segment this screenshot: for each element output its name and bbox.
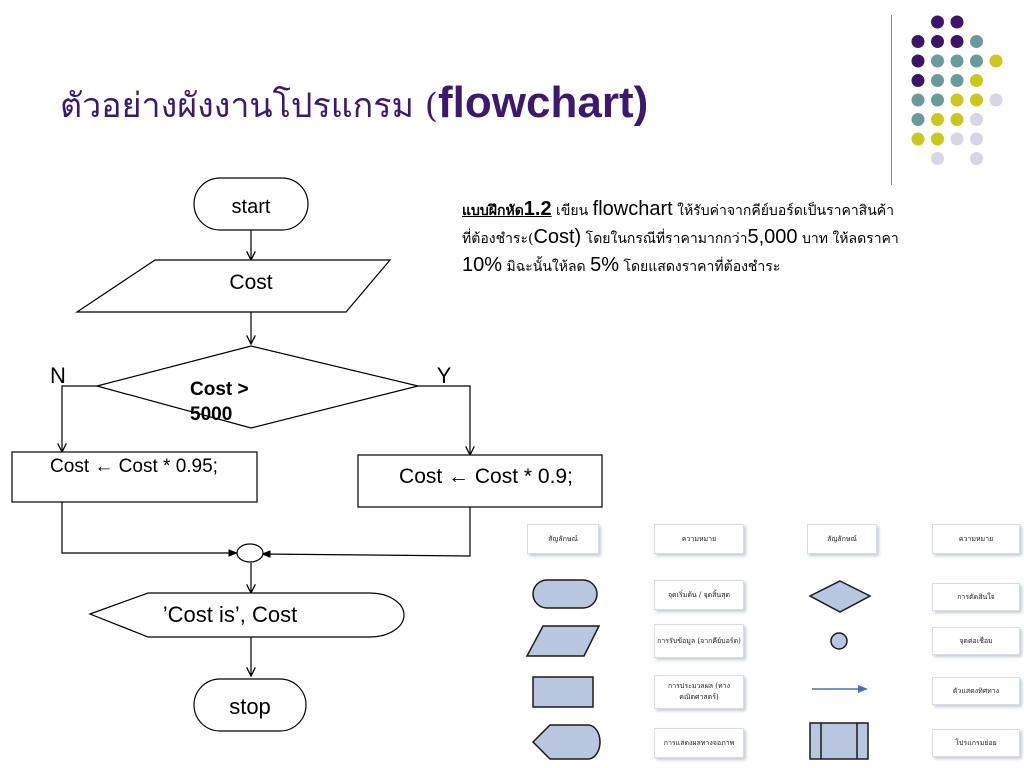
process-yes-label: Cost ← Cost * 0.9;: [399, 465, 573, 488]
decorative-dot: [950, 93, 964, 107]
legend-meaning-display: การแสดงผลทางจอภาพ: [654, 728, 744, 758]
decorative-dot: [989, 93, 1003, 107]
display-shape: [88, 592, 405, 638]
legend-header-symbol-right: สัญลักษณ์: [807, 524, 877, 554]
no-branch-label: N: [50, 363, 66, 388]
decorative-dot: [989, 54, 1003, 68]
legend-header-meaning-left: ความหมาย: [654, 524, 744, 554]
legend-subroutine-symbol: [809, 722, 869, 760]
decorative-dot: [970, 74, 983, 87]
yes-branch-label: Y: [437, 363, 452, 388]
decorative-dot: [931, 35, 944, 48]
decorative-dot: [931, 113, 944, 126]
legend-meaning-decision: การตัดสินใจ: [932, 583, 1020, 611]
start-label: start: [232, 196, 271, 218]
decision-label-line1: Cost >: [190, 379, 249, 400]
legend-meaning-subroutine: โปรแกรมย่อย: [932, 729, 1020, 757]
connector-node: [236, 543, 264, 563]
legend-header-symbol-left: สัญลักษณ์: [527, 524, 599, 554]
edge-yes-connector: [261, 507, 471, 558]
edge-no-connector: [61, 502, 238, 557]
decorative-divider: [891, 15, 892, 185]
page-title: ตัวอย่างผังงานโปรแกรม (flowchart): [60, 78, 648, 132]
flowchart: start Cost Cost > 5000 N Y Cost ← Cost *…: [11, 177, 603, 732]
legend-meaning-arrow: ตัวแสดงทิศทาง: [932, 677, 1020, 705]
title-thai: ตัวอย่างผังงานโปรแกรม (: [60, 86, 439, 126]
decorative-dot: [970, 35, 983, 48]
legend-meaning-terminator: จุดเริ่มต้น / จุดสิ้นสุด: [654, 580, 744, 610]
decorative-dot: [931, 54, 944, 68]
decorative-dot: [911, 54, 925, 68]
decision-diamond: [94, 345, 419, 429]
decorative-dot: [950, 74, 964, 87]
decorative-dot: [950, 54, 964, 68]
decorative-dot: [970, 93, 983, 107]
decorative-dot: [931, 74, 944, 87]
decorative-dot: [911, 93, 925, 107]
process-no-box: [11, 451, 258, 503]
legend-meaning-input: การรับข้อมูล (จากคีย์บอร์ด): [654, 624, 744, 658]
decorative-dot: [931, 15, 944, 29]
decorative-dot: [970, 113, 983, 126]
decorative-dot: [931, 93, 944, 107]
input-parallelogram: [75, 259, 392, 313]
decorative-dot: [950, 113, 964, 126]
title-english: flowchart): [438, 78, 649, 127]
legend-meaning-process: การประมวลผล (ทางคณิตศาสตร์): [654, 675, 744, 709]
decorative-dot: [970, 152, 983, 165]
legend-decision-symbol: [808, 580, 872, 613]
decorative-dot: [970, 132, 983, 146]
decorative-dot: [950, 15, 964, 29]
decorative-dot: [970, 54, 983, 68]
process-no-label: Cost ← Cost * 0.95;: [50, 456, 218, 477]
decorative-dot: [931, 152, 944, 165]
legend-meaning-connector: จุดต่อเชื่อม: [932, 627, 1020, 655]
decorative-dot: [911, 113, 925, 126]
start-terminator: [193, 177, 309, 231]
decorative-dot-grid: [911, 15, 1003, 165]
legend-header-meaning-right: ความหมาย: [932, 524, 1020, 554]
decision-label-line2: 5000: [190, 404, 232, 425]
exercise-text: แบบฝึกหัด1.2 เขียน flowchart ให้รับค่าจา…: [462, 198, 899, 276]
edge-decision-no: [62, 385, 97, 452]
process-yes-box: [357, 454, 603, 508]
decorative-dot: [911, 74, 925, 87]
legend-connector-symbol: [830, 632, 848, 650]
decorative-dot: [950, 35, 964, 48]
stop-label: stop: [229, 694, 271, 719]
display-label: ’Cost is’, Cost: [163, 602, 297, 627]
decorative-dot: [950, 132, 964, 146]
input-label: Cost: [229, 271, 272, 294]
decorative-dot: [911, 132, 925, 146]
edge-decision-yes: [418, 385, 470, 455]
decorative-dot: [911, 35, 925, 48]
exercise-lead: แบบฝึกหัด1.2: [462, 198, 552, 220]
decorative-dot: [931, 132, 944, 146]
stop-terminator: [193, 678, 307, 732]
